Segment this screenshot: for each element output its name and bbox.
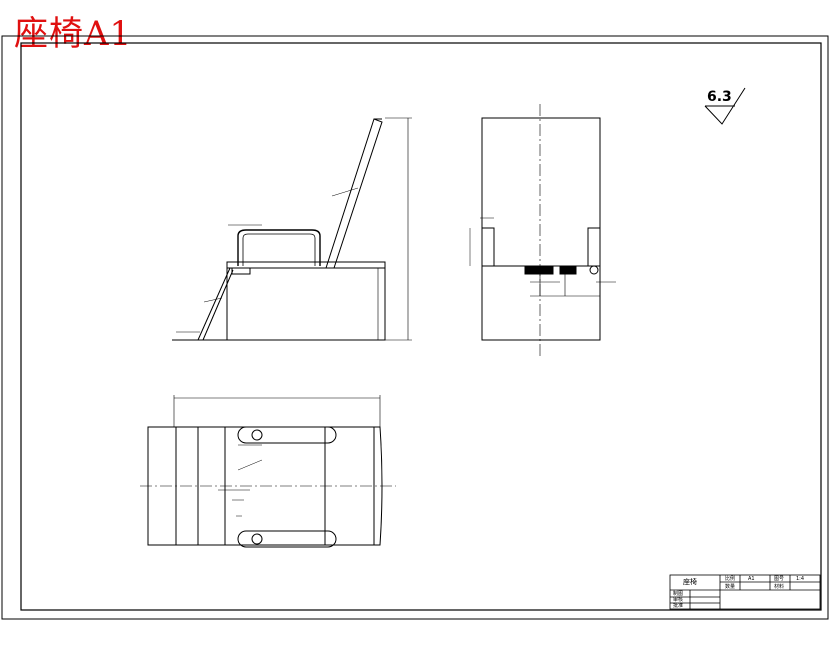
side-view (469, 104, 616, 358)
top-view (140, 395, 396, 548)
inner-border (20, 42, 822, 611)
drawing-title: 座椅A1 (14, 14, 133, 54)
sheet-value: 1:4 (796, 576, 804, 582)
roughness-value: 6.3 (707, 89, 732, 105)
outer-border (1, 35, 829, 620)
sheet-label: 图号 (774, 576, 784, 582)
roughness-symbol: 6.3 (704, 87, 746, 125)
draw-label: 制图 (673, 590, 683, 597)
part-name: 座椅 (683, 577, 697, 586)
title-block (669, 574, 821, 610)
scale-label: 比例 (725, 575, 735, 582)
qty-label: 数量 (725, 583, 735, 590)
title-block-text: 座椅 比例 A1 图号 1:4 数量 材料 制图 审核 批准 (673, 575, 804, 609)
approve-label: 批准 (673, 602, 683, 609)
material-label: 材料 (774, 583, 784, 590)
check-label: 审核 (673, 596, 683, 603)
scale-value: A1 (748, 576, 755, 582)
front-view (172, 117, 412, 341)
